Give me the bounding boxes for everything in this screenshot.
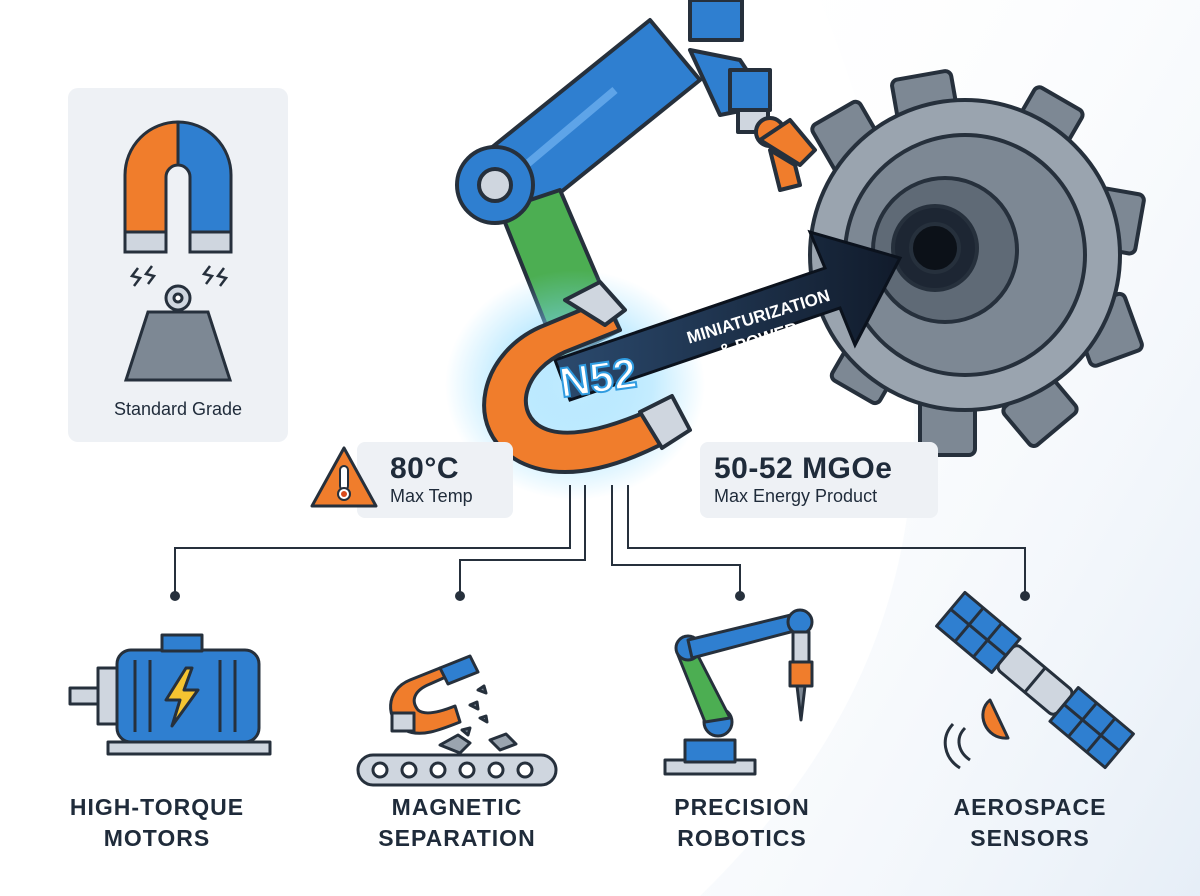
n52-grade-label: N52: [557, 349, 640, 406]
application-robotics-line1: PRECISION: [674, 794, 810, 820]
gear-illustration: [808, 69, 1146, 457]
application-separation: MAGNETIC SEPARATION: [337, 792, 577, 854]
application-aerospace-line1: AEROSPACE: [953, 794, 1107, 820]
application-motors-line1: HIGH-TORQUE: [69, 794, 245, 820]
max-temp-value: 80°C: [390, 452, 460, 485]
magnet-conveyor-icon: [356, 654, 558, 787]
n52-magnet: [482, 280, 692, 474]
application-motors: HIGH-TORQUE MOTORS: [37, 792, 277, 854]
connector-dots: [170, 591, 1030, 601]
robotic-arm-icon: [663, 608, 814, 776]
application-robotics: PRECISION ROBOTICS: [622, 792, 862, 854]
electric-motor-icon: [68, 633, 272, 756]
energy-product-label: Max Energy Product: [714, 486, 878, 506]
application-separation-line2: SEPARATION: [378, 825, 536, 851]
temp-stat-card: [357, 442, 513, 518]
application-aerospace: AEROSPACE SENSORS: [910, 792, 1150, 854]
weak-field-lines-icon: [129, 265, 229, 287]
standard-grade-card: [68, 88, 288, 442]
application-aerospace-line2: SENSORS: [970, 825, 1090, 851]
standard-grade-label: Standard Grade: [113, 399, 243, 419]
application-motors-line2: MOTORS: [103, 825, 211, 851]
energy-product-value: 50-52 MGOe: [714, 452, 893, 485]
connector-lines: [174, 485, 1026, 595]
max-temp-label: Max Temp: [390, 486, 473, 506]
application-separation-line1: MAGNETIC: [391, 794, 523, 820]
satellite-icon: [935, 590, 1135, 770]
standard-magnet-icon: [123, 120, 233, 254]
energy-stat-card: [700, 442, 938, 518]
warning-thermometer-icon: [310, 446, 378, 508]
weight-icon: [123, 284, 233, 382]
application-robotics-line2: ROBOTICS: [677, 825, 807, 851]
